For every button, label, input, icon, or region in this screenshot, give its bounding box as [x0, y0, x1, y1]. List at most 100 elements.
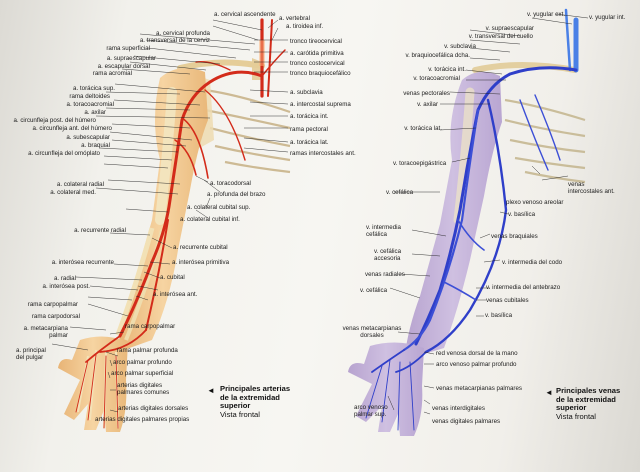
- pointer-left-icon: ◄: [207, 386, 215, 395]
- label-a-colateral-cubital-inf: a. colateral cubital inf.: [180, 216, 240, 223]
- label-v-intermedia-codo: v. intermedia del codo: [502, 259, 563, 266]
- label-a-tiroidea-inf: a. tiroidea inf.: [286, 23, 324, 30]
- label-rama-pectoral: rama pectoral: [290, 126, 328, 133]
- label-a-recurrente-cubital: a. recurrente cubital: [173, 244, 228, 251]
- label-ramas-intercostales-ant: ramas intercostales ant.: [290, 150, 356, 157]
- label-a-transversal-cerviz: a. transversal de la cerviz: [139, 37, 210, 44]
- label-v-cefalica-lower: v. cefálica: [360, 287, 388, 294]
- label-a-carotida-primitiva: a. carótida primitiva: [290, 50, 344, 57]
- label-rama-superficial: rama superficial: [106, 45, 150, 52]
- label-v-supraescapular: v. supraescapular: [485, 25, 534, 32]
- label-a-principal-pulgar: a. principal del pulgar: [16, 347, 46, 361]
- label-venas-interdigitales: venas interdigitales: [432, 405, 485, 412]
- label-red-venosa-dorsal-mano: red venosa dorsal de la mano: [436, 350, 518, 357]
- label-a-braquial: a. braquial: [81, 142, 110, 149]
- label-v-axilar: v. axilar: [417, 101, 438, 108]
- label-v-intermedia-antebrazo: v. intermedia del antebrazo: [486, 284, 561, 291]
- caption-veins-title1: Principales venas: [556, 386, 621, 395]
- label-tronco-tireocervical: tronco tireocervical: [290, 38, 342, 45]
- label-v-toracica-lat: v. torácica lat.: [404, 125, 442, 132]
- label-tronco-braquiocefalico: tronco braquiocefálico: [290, 70, 351, 77]
- caption-arteries-title2: de la extremidad: [220, 392, 280, 402]
- label-a-subclavia: a. subclavia: [290, 89, 323, 96]
- label-a-subescapular: a. subescapular: [66, 134, 110, 141]
- label-a-toracoacromial: a. toracoacromial: [66, 101, 114, 108]
- label-v-yugular-int: v. yugular int.: [589, 14, 626, 21]
- label-v-toracica-int: v. torácica int.: [428, 66, 466, 73]
- arm-arteries-drawing: [58, 18, 291, 432]
- label-tronco-costocervical: tronco costocervical: [290, 60, 345, 67]
- label-a-cubital: a. cubital: [160, 274, 185, 281]
- label-venas-radiales: venas radiales: [365, 271, 405, 278]
- label-a-toracica-lat: a. torácica lat.: [290, 139, 329, 146]
- caption-veins-title3: superior: [556, 403, 587, 413]
- label-a-cervical-profunda: a. cervical profunda: [156, 30, 210, 37]
- label-arco-palmar-profundo: arco palmar profundo: [113, 359, 172, 366]
- label-rama-acromial: rama acromial: [92, 70, 132, 77]
- label-arterias-digitales-palmares-comunes: arterias digitales palmares comunes: [117, 382, 170, 396]
- label-a-interosea-post: a. interósea post.: [42, 283, 90, 290]
- label-a-colateral-radial: a. colateral radial: [56, 181, 104, 188]
- label-a-toracica-sup: a. torácica sup.: [73, 85, 115, 92]
- label-v-transversal-cuello: v. transversal del cuello: [468, 33, 533, 40]
- label-a-toracica-int: a. torácica int.: [290, 113, 329, 120]
- label-venas-braquiales: venas braquiales: [491, 233, 538, 240]
- label-venas-pectorales: venas pectorales: [403, 90, 450, 97]
- label-a-recurrente-radial: a. recurrente radial: [74, 227, 126, 234]
- label-a-interosea-ant: a. interósea ant.: [153, 291, 198, 298]
- label-a-escapular-dorsal: a. escapular dorsal: [97, 63, 150, 70]
- label-rama-carpodorsal: rama carpodorsal: [31, 313, 80, 320]
- caption-veins-sub: Vista frontal: [556, 411, 596, 421]
- label-a-vertebral: a. vertebral: [279, 15, 310, 22]
- label-a-circunfleja-omoplato: a. circunfleja del omóplato: [28, 150, 100, 157]
- label-venas-metacarpianas-palmares: venas metacarpianas palmares: [436, 385, 522, 392]
- label-v-cefalica-accesoria: v. cefálica accesoria: [374, 248, 402, 262]
- label-rama-carpopalmar-left: rama carpopalmar: [27, 301, 78, 308]
- leader-lines: [51, 13, 589, 415]
- label-v-cefalica-upper: v. cefálica: [386, 189, 414, 196]
- caption-arteries-title3: superior: [220, 401, 251, 411]
- label-venas-cubitales: venas cubitales: [486, 297, 529, 304]
- label-a-interosea-primitiva: a. interósea primitiva: [172, 259, 230, 266]
- label-plexo-venoso-areolar: plexo venoso areolar: [506, 199, 564, 206]
- label-arco-venoso-palmar-sup: arco venoso palmar sup.: [354, 404, 388, 418]
- label-v-basilica-upper: v. basílica: [508, 211, 536, 218]
- caption-veins-title2: de la extremidad: [556, 394, 616, 404]
- label-rama-deltoides: rama deltoides: [69, 93, 110, 100]
- label-a-profunda-brazo: a. profunda del brazo: [207, 191, 266, 198]
- label-rama-palmar-profunda: rama palmar profunda: [117, 347, 178, 354]
- label-a-intercostal-suprema: a. intercostal suprema: [290, 101, 351, 108]
- label-v-intermedia-cefalica: v. intermedia cefálica: [366, 224, 401, 238]
- label-v-toracoepigastrica: v. toracoepigástrica: [393, 160, 447, 167]
- label-a-colateral-cubital-sup: a. colateral cubital sup.: [187, 204, 251, 211]
- label-v-basilica-lower: v. basílica: [485, 312, 513, 319]
- label-a-interosea-recurrente: a. interósea recurrente: [51, 259, 114, 266]
- label-a-circunfleja-ant: a. circunfleja ant. del húmero: [32, 125, 112, 132]
- label-a-supraescapular: a. supraescapular: [106, 55, 156, 62]
- label-venas-intercostales-ant: venas intercostales ant.: [568, 181, 615, 195]
- label-a-radial: a. radial: [53, 275, 76, 282]
- caption-arteries: Principales arterias de la extremidad su…: [220, 384, 291, 419]
- caption-arteries-sub: Vista frontal: [220, 409, 260, 419]
- label-v-subclavia: v. subclavia: [444, 43, 476, 50]
- label-a-circunfleja-post: a. circunfleja post. del húmero: [13, 117, 96, 124]
- label-venas-metacarpianas-dorsales: venas metacarpianas dorsales: [342, 325, 402, 339]
- label-a-colateral-med: a. colateral med.: [50, 189, 96, 196]
- pointer-left-icon-veins: ◄: [545, 388, 553, 397]
- label-arterias-digitales-palmares-propias: arterias digitales palmares propias: [95, 416, 190, 423]
- label-a-cervical-ascendente: a. cervical ascendente: [214, 11, 276, 18]
- label-arco-palmar-superficial: arco palmar superficial: [111, 370, 174, 377]
- label-v-braquiocefalica-dcha: v. braquiocefálica dcha.: [405, 52, 470, 59]
- label-arterias-digitales-dorsales: arterias digitales dorsales: [118, 405, 189, 412]
- label-v-toracoacromial: v. toracoacromial: [413, 75, 460, 82]
- label-arco-venoso-palmar-profundo: arco venoso palmar profundo: [436, 361, 517, 368]
- caption-arteries-title1: Principales arterias: [220, 384, 291, 393]
- label-venas-digitales-palmares: venas digitales palmares: [432, 418, 501, 425]
- label-rama-carpopalmar-mid: rama carpopalmar: [125, 323, 176, 330]
- caption-veins: Principales venas de la extremidad super…: [556, 386, 621, 421]
- label-v-yugular-ext: v. yugular ext.: [527, 11, 566, 18]
- label-a-toracodorsal: a. toracodorsal: [210, 180, 251, 187]
- label-a-metacarpiana-palmar: a. metacarpiana palmar: [23, 325, 68, 339]
